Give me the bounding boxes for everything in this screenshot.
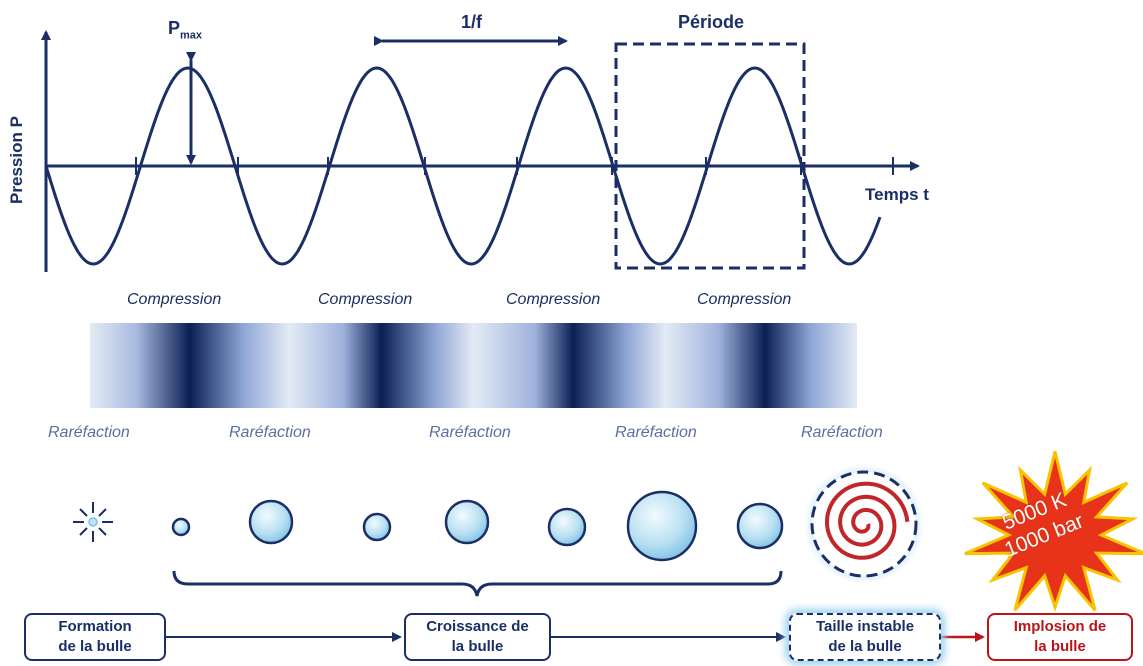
unstable-bubble [804,464,924,584]
rarefaction-label: Raréfaction [801,424,883,441]
stage-unstable-box: Taille instable de la bulle [789,613,941,661]
bubble [171,517,191,537]
stage-label: Croissance de la bulle [426,618,529,655]
bubble [626,490,698,562]
bubble [248,499,294,545]
bubble [362,512,392,542]
period-box [614,42,806,270]
compression-label: Compression [506,291,601,308]
growth-bracket [172,570,783,597]
implosion-burst-icon [964,451,1143,613]
stage-formation-box: Formation de la bulle [24,613,166,661]
compression-label: Compression [318,291,413,308]
stage-implosion-box: Implosion de la bulle [987,613,1133,661]
bubble [547,507,587,547]
stage-label: Formation de la bulle [58,618,132,655]
rarefaction-label: Raréfaction [615,424,697,441]
bubble [444,499,490,545]
bubble [736,502,784,550]
stage-label: Taille instable de la bulle [815,618,915,655]
bubble-sequence [171,490,784,562]
frequency-label: 1/f [461,12,483,32]
y-axis-label: Pression P [7,116,26,204]
compression-band [90,323,857,408]
compression-label: Compression [697,291,792,308]
spiral-icon [825,481,910,560]
rarefaction-label: Raréfaction [429,424,511,441]
nucleation-star-icon [73,502,113,542]
compression-label: Compression [127,291,222,308]
pmax-label: Pmax [168,18,203,42]
rarefaction-label: Raréfaction [229,424,311,441]
x-axis-label: Temps t [865,185,929,204]
stage-label: Implosion de la bulle [1013,618,1107,655]
stage-growth-box: Croissance de la bulle [404,613,551,661]
rarefaction-label: Raréfaction [48,424,130,441]
period-label: Période [678,12,745,32]
pressure-wave [44,66,882,266]
